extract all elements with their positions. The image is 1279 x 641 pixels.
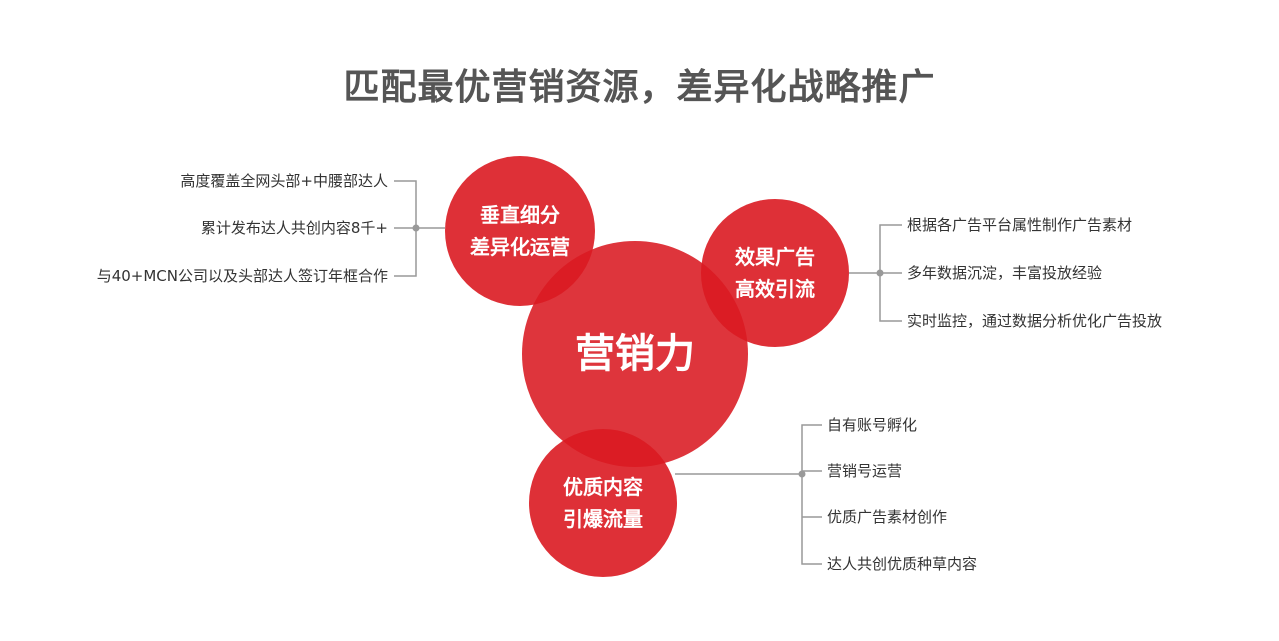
circle-label-line-2: 高效引流 [735,277,815,301]
circle-label-line-1: 垂直细分 [480,203,560,227]
circle-label-line-2: 差异化运营 [470,235,570,259]
page-title: 匹配最优营销资源，差异化战略推广 [343,67,936,108]
circle-label-line-1: 效果广告 [735,245,815,269]
quality-item-1: 自有账号孵化 [827,416,918,434]
center-label: 营销力 [575,331,695,377]
circle-label-line-2: 引爆流量 [563,507,643,531]
effect-item-1: 根据各广告平台属性制作广告素材 [907,216,1133,234]
circle-vertical-segmentation: 垂直细分 差异化运营 [445,156,595,306]
effect-item-2: 多年数据沉淀，丰富投放经验 [907,264,1103,282]
circle-effect-ads: 效果广告 高效引流 [701,199,849,347]
quality-item-3: 优质广告素材创作 [827,508,948,526]
vertical-item-1: 高度覆盖全网头部+中腰部达人 [180,172,388,190]
effect-item-3: 实时监控，通过数据分析优化广告投放 [907,312,1163,330]
circle-quality-content: 优质内容 引爆流量 [529,429,677,577]
quality-item-2: 营销号运营 [827,462,903,480]
circle-label-line-1: 优质内容 [563,475,643,499]
vertical-item-3: 与40+MCN公司以及头部达人签订年框合作 [96,267,388,285]
vertical-item-2: 累计发布达人共创内容8千+ [200,219,388,237]
quality-item-4: 达人共创优质种草内容 [827,555,978,573]
